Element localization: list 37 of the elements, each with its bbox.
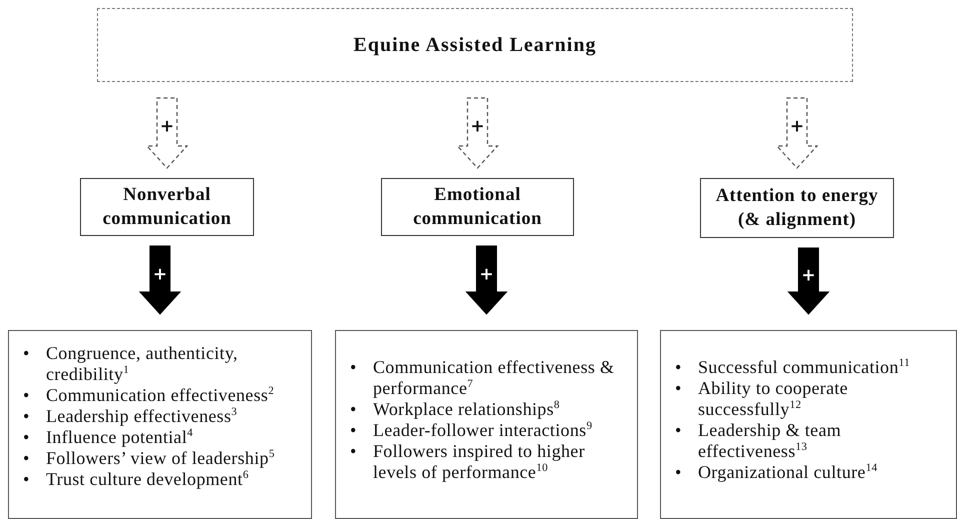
bullet-item: • Ability to cooperate successfully$^{12}$	[675, 378, 849, 420]
dashed-block-arrow	[776, 97, 818, 169]
category-label: Attention to energy (& alignment)	[715, 184, 879, 232]
bullet-item: • Communication effectiveness & performance$^{7}$	[350, 357, 616, 399]
bullet-item: • Successful communication$^{11}$	[675, 357, 911, 378]
category-box	[80, 178, 254, 236]
title-box	[97, 8, 853, 82]
bullet-item: • Congruence, authenticity, credibility$^{1}$	[23, 343, 239, 385]
bullet-item: • Leader-follower interactions$^{9}$	[350, 420, 594, 441]
bullet-item: • Organizational culture$^{14}$	[675, 462, 878, 483]
edge-label: +	[479, 266, 494, 284]
dashed-block-arrow	[146, 97, 188, 169]
title-text: Equine Assisted Learning	[354, 34, 596, 56]
bullet-item: • Communication effectiveness$^{2}$	[23, 385, 276, 406]
solid-block-arrow	[787, 248, 830, 315]
bullet-item: • Trust culture development$^{6}$	[23, 469, 250, 490]
category-label: Nonverbal communication	[102, 184, 232, 231]
edge-label: +	[801, 267, 816, 284]
solid-block-arrow	[138, 246, 182, 315]
edge-label: +	[790, 118, 804, 136]
category-box	[700, 178, 894, 238]
outcome-box	[8, 330, 312, 519]
outcome-box	[335, 330, 638, 519]
solid-block-arrow	[465, 246, 508, 315]
bullet-item: • Influence potential$^{4}$	[23, 427, 194, 448]
bullet-item: • Followers inspired to higher levels of performance$^{10}$	[350, 441, 586, 483]
category-box	[381, 178, 574, 236]
bullet-item: • Leadership & team effectiveness$^{13}$	[675, 420, 842, 462]
outcome-box	[660, 330, 957, 519]
dashed-block-arrow	[456, 97, 499, 169]
edge-label: +	[152, 266, 168, 284]
edge-label: +	[470, 118, 485, 136]
edge-label: +	[160, 118, 174, 136]
bullet-item: • Workplace relationships$^{8}$	[350, 399, 561, 420]
bullet-item: • Leadership effectiveness$^{3}$	[23, 406, 238, 427]
bullet-item: • Followers’ view of leadership$^{5}$	[23, 448, 276, 469]
category-label: Emotional communication	[412, 184, 543, 231]
